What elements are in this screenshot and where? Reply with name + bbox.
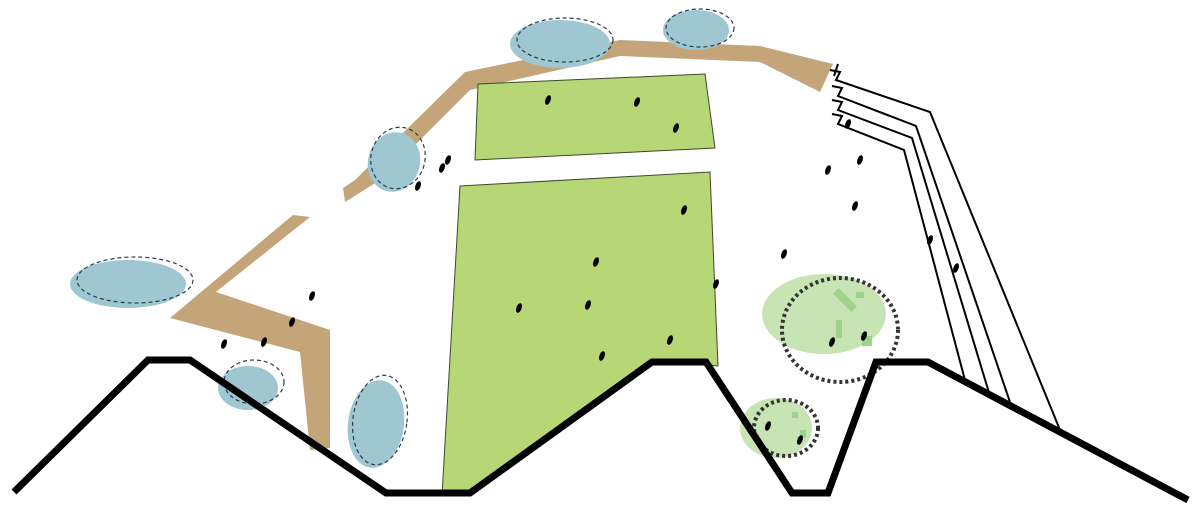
seed-mark: [781, 249, 787, 259]
seed-mark: [857, 155, 863, 165]
vegetation-patch-large: [762, 274, 900, 384]
seed-mark: [765, 421, 771, 431]
seed-mark: [289, 317, 295, 327]
water-body-lower-middle: [347, 374, 409, 468]
seed-mark: [445, 155, 451, 165]
green-area-lower: [441, 171, 719, 496]
water-body-middle: [367, 126, 426, 192]
seed-mark: [221, 339, 227, 349]
water-body-lower-left: [218, 359, 285, 410]
seed-mark: [309, 291, 315, 301]
seed-marks: [221, 95, 959, 445]
seed-mark: [439, 163, 445, 173]
seed-mark: [667, 335, 673, 345]
seed-mark: [585, 300, 591, 310]
seed-mark: [681, 205, 687, 215]
water-body-left: [70, 256, 194, 308]
seed-mark: [516, 303, 522, 313]
trail-upper: [343, 40, 833, 202]
seed-mark: [261, 337, 267, 347]
seed-mark: [634, 97, 640, 107]
seed-mark: [713, 279, 719, 289]
water-body-top-right: [663, 8, 735, 50]
water-body-top-left: [510, 17, 614, 68]
trail-lower: [170, 215, 330, 450]
seed-mark: [797, 435, 803, 445]
water-bodies: [70, 8, 735, 468]
seed-mark: [852, 201, 858, 211]
seed-mark: [599, 351, 605, 361]
seed-mark: [829, 337, 835, 347]
seed-mark: [545, 95, 551, 105]
seed-mark: [953, 263, 959, 273]
ground-outline: [11, 356, 1190, 504]
seed-mark: [673, 123, 679, 133]
terrace-lines: [829, 63, 1061, 431]
seed-mark: [415, 181, 421, 191]
seed-mark: [825, 165, 831, 175]
seed-mark: [861, 331, 867, 341]
seed-mark: [593, 257, 599, 267]
green-area-upper: [474, 73, 716, 161]
